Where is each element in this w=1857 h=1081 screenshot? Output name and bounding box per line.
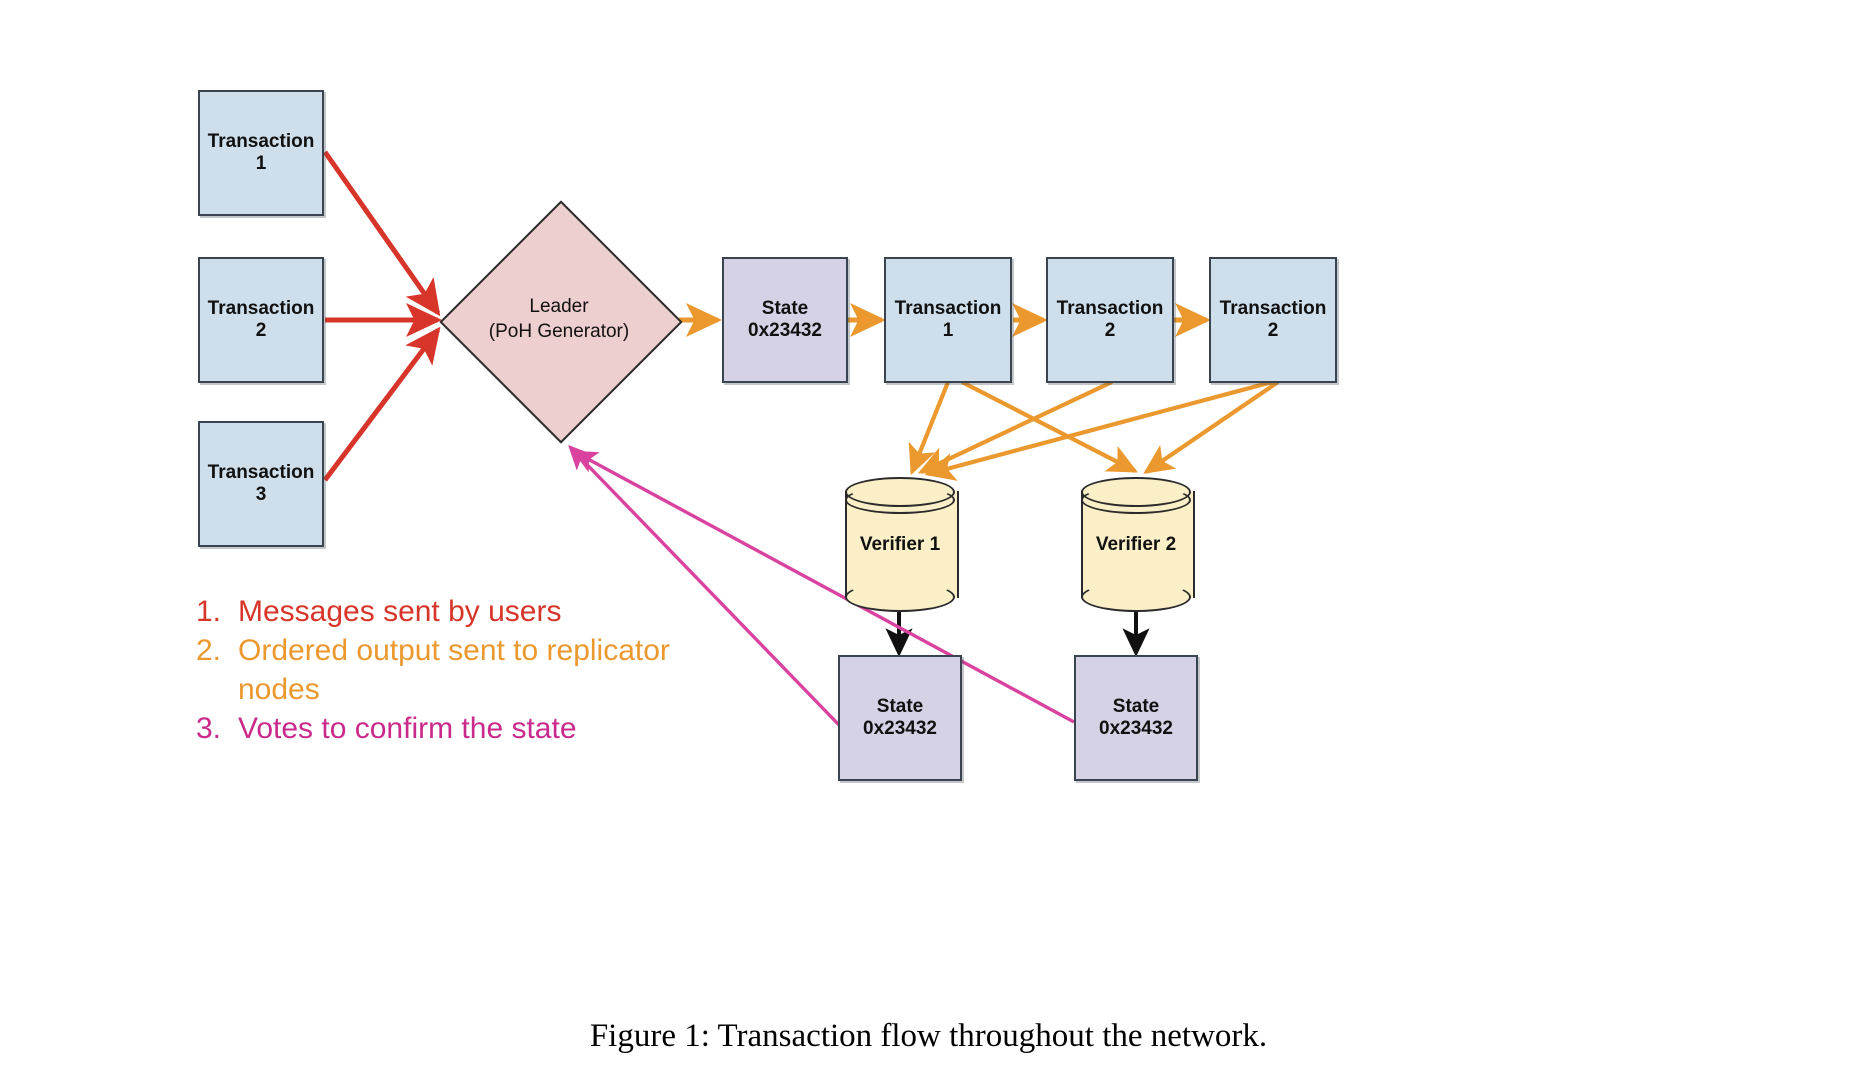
legend-item-2-label: Ordered output sent to replicator nodes [238,634,670,706]
legend-item-3: 3. Votes to confirm the state [196,709,716,748]
verifier-1-cylinder-bottom [845,582,955,612]
arrow-ledger-to-verifiers [908,379,1280,481]
verified-state-2-title: State [1112,695,1160,717]
input-transaction-3-number: 3 [255,484,267,505]
verified-state-1[interactable]: State 0x23432 [838,655,962,781]
legend-item-2-number: 2. [196,634,222,667]
verified-state-1-hash: 0x23432 [863,718,937,739]
ledger-transaction-2[interactable]: Transaction 2 [1046,257,1174,383]
figure-caption: Figure 1: Transaction flow throughout th… [589,1018,1268,1054]
verifier-1-cylinder-lip [845,486,955,514]
ledger-state-title: State [761,297,809,319]
arrow-votes-to-leader [568,445,1075,728]
ledger-state-entry[interactable]: State 0x23432 [722,257,848,383]
verifier-1-label: Verifier 1 [859,533,941,555]
legend-item-3-label: Votes to confirm the state [238,712,577,745]
input-transaction-3[interactable]: Transaction 3 [198,421,324,547]
verified-state-2[interactable]: State 0x23432 [1074,655,1198,781]
legend: 1. Messages sent by users 2. Ordered out… [196,592,716,748]
input-transaction-1-title: Transaction [207,130,315,152]
input-transaction-3-title: Transaction [207,461,315,483]
verified-state-2-hash: 0x23432 [1099,718,1173,739]
ledger-transaction-2-number: 2 [1104,320,1116,341]
leader-poh-generator-node[interactable]: Leader (PoH Generator) [439,200,683,444]
input-transaction-2[interactable]: Transaction 2 [198,257,324,383]
legend-item-1-number: 1. [196,595,222,628]
ledger-transaction-3[interactable]: Transaction 2 [1209,257,1337,383]
ledger-transaction-1-title: Transaction [894,297,1002,319]
input-transaction-1-number: 1 [255,153,267,174]
legend-item-1-label: Messages sent by users [238,595,562,628]
ledger-state-hash: 0x23432 [748,320,822,341]
arrow-verifier-to-state [885,612,1150,658]
input-transaction-1[interactable]: Transaction 1 [198,90,324,216]
verifier-2-cylinder-bottom [1081,582,1191,612]
input-transaction-2-title: Transaction [207,297,315,319]
verifier-2-node[interactable]: Verifier 2 [1081,477,1195,612]
leader-label: Leader (PoH Generator) [475,236,643,404]
leader-label-line1: Leader [529,296,589,318]
verifier-2-label: Verifier 2 [1095,533,1177,555]
input-transaction-2-number: 2 [255,320,267,341]
legend-item-1: 1. Messages sent by users [196,592,716,631]
verifier-1-node[interactable]: Verifier 1 [845,477,959,612]
ledger-transaction-2-title: Transaction [1056,297,1164,319]
legend-item-3-number: 3. [196,712,222,745]
legend-item-2: 2. Ordered output sent to replicator nod… [196,631,716,709]
ledger-transaction-1-number: 1 [942,320,954,341]
verified-state-1-title: State [876,695,924,717]
leader-label-line2: (PoH Generator) [488,321,630,342]
ledger-transaction-3-number: 2 [1267,320,1279,341]
ledger-transaction-1[interactable]: Transaction 1 [884,257,1012,383]
verifier-2-cylinder-lip [1081,486,1191,514]
arrow-user-messages [322,150,442,482]
ledger-transaction-3-title: Transaction [1219,297,1327,319]
